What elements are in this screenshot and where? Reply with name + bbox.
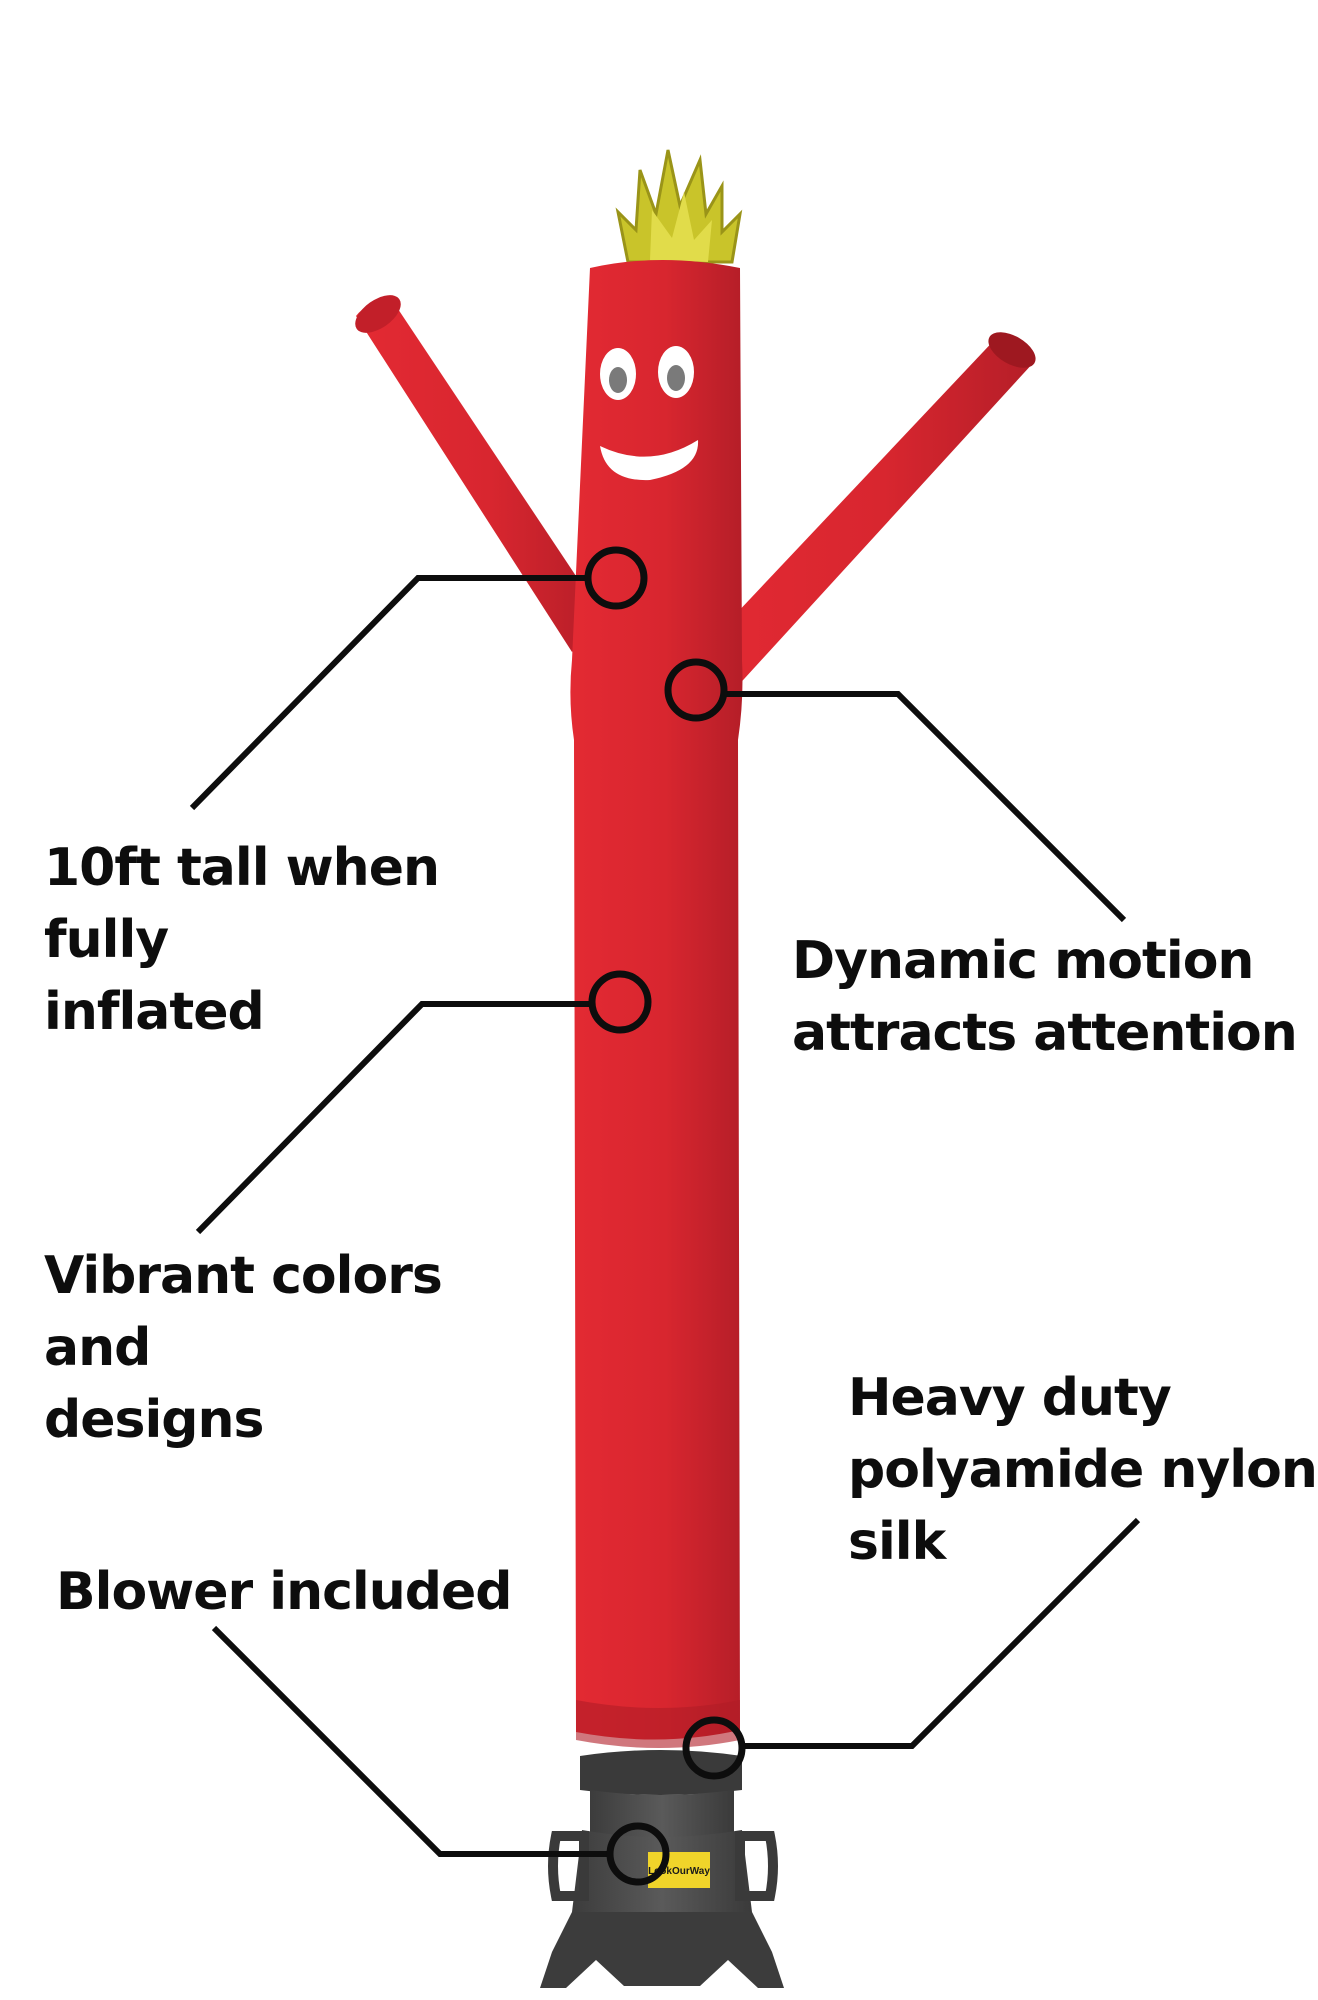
feature-label-height: 10ft tall when fully inflated	[44, 838, 440, 1042]
smiley-face-icon	[600, 346, 699, 481]
callout-blower	[211, 1625, 670, 1886]
blower-brand-text: LookOurWay	[648, 1866, 710, 1877]
feature-label-nylon: Heavy duty polyamide nylon silk	[848, 1368, 1318, 1572]
right-arm	[700, 332, 1036, 690]
streamer-flame-icon	[615, 149, 743, 264]
feature-label-motion: Dynamic motion attracts attention	[792, 931, 1298, 1063]
air-dancer-tube	[570, 260, 743, 1748]
callout-height	[189, 546, 648, 811]
feature-label-colors: Vibrant colors and designs	[44, 1246, 443, 1450]
callout-nylon	[682, 1517, 1141, 1780]
callout-colors	[195, 970, 652, 1235]
feature-label-blower: Blower included	[56, 1562, 512, 1622]
left-arm	[355, 295, 600, 652]
callout-motion	[664, 658, 1127, 923]
